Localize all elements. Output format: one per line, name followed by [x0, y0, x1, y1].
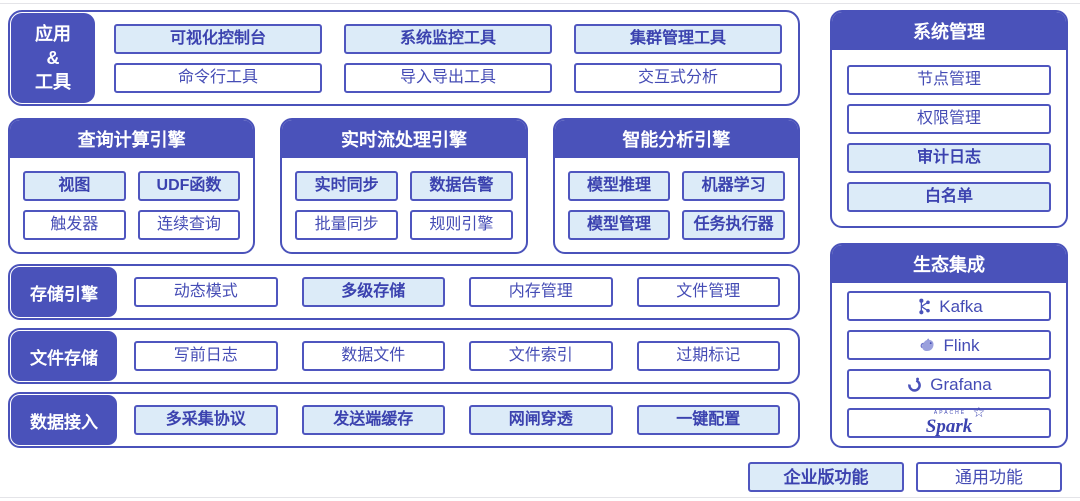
system-management-panel: 系统管理 节点管理 权限管理 审计日志 白名单 [830, 10, 1068, 228]
top-divider [0, 3, 1080, 4]
kafka-label: Kafka [939, 296, 983, 316]
box-rule-engine: 规则引擎 [409, 209, 513, 240]
box-expiry-marker: 过期标记 [636, 341, 780, 371]
box-realtime-sync: 实时同步 [295, 170, 398, 201]
box-file-index: 文件索引 [469, 341, 613, 371]
box-permission-management: 权限管理 [847, 103, 1051, 134]
box-interactive-analysis: 交互式分析 [574, 62, 782, 93]
engines-row: 查询计算引擎 视图 UDF函数 触发器 连续查询 实时流处理引擎 实时同步 数据… [8, 118, 800, 254]
intelligent-analysis-engine-panel: 智能分析引擎 模型推理 机器学习 模型管理 任务执行器 [552, 118, 800, 254]
stream-processing-engine-panel: 实时流处理引擎 实时同步 数据告警 批量同步 规则引擎 [280, 118, 528, 254]
legend-common-feature: 通用功能 [916, 462, 1062, 492]
box-data-files: 数据文件 [301, 341, 445, 371]
box-cli-tool: 命令行工具 [114, 62, 322, 93]
storage-engine-layer: 存储引擎 动态模式 多级存储 内存管理 文件管理 [8, 264, 800, 320]
box-model-management: 模型管理 [567, 209, 671, 240]
box-multi-protocol-collection: 多采集协议 [134, 405, 278, 435]
box-flink: Flink [847, 330, 1051, 360]
spark-star-icon: ☆ [972, 403, 986, 420]
query-compute-engine-panel: 查询计算引擎 视图 UDF函数 触发器 连续查询 [8, 118, 256, 254]
box-model-inference: 模型推理 [567, 170, 671, 201]
box-continuous-query: 连续查询 [137, 209, 241, 240]
spark-apache-text: APACHE [933, 409, 967, 416]
data-ingestion-layer: 数据接入 多采集协议 发送端缓存 网闸穿透 一键配置 [8, 392, 800, 448]
apps-tools-label-line2: & [46, 47, 60, 68]
legend: 企业版功能 通用功能 [748, 462, 1062, 492]
apps-tools-label: 应用 & 工具 [11, 13, 95, 103]
apps-tools-section: 应用 & 工具 可视化控制台 系统监控工具 集群管理工具 命令行工具 导入导出工… [8, 10, 800, 106]
box-task-executor: 任务执行器 [682, 209, 785, 240]
box-one-click-config: 一键配置 [636, 405, 780, 435]
box-triggers: 触发器 [23, 209, 126, 240]
query-compute-engine-body: 视图 UDF函数 触发器 连续查询 [10, 158, 253, 252]
box-file-management: 文件管理 [636, 277, 780, 307]
intelligent-analysis-engine-title: 智能分析引擎 [554, 120, 798, 158]
box-audit-log: 审计日志 [847, 142, 1051, 173]
box-system-monitor-tool: 系统监控工具 [344, 23, 552, 54]
apps-tools-label-line1: 应用 [35, 23, 71, 44]
system-management-body: 节点管理 权限管理 审计日志 白名单 [832, 50, 1066, 226]
storage-engine-label: 存储引擎 [11, 267, 117, 317]
spark-label: Spark [925, 415, 973, 437]
box-batch-sync: 批量同步 [295, 209, 398, 240]
bottom-divider [0, 497, 1080, 498]
data-ingestion-items: 多采集协议 发送端缓存 网闸穿透 一键配置 [134, 394, 780, 446]
box-whitelist: 白名单 [847, 181, 1051, 212]
box-machine-learning: 机器学习 [682, 170, 785, 201]
box-gateway-penetration: 网闸穿透 [469, 405, 613, 435]
query-compute-engine-title: 查询计算引擎 [10, 120, 254, 158]
file-storage-items: 写前日志 数据文件 文件索引 过期标记 [134, 330, 780, 382]
box-udf-functions: UDF函数 [137, 170, 241, 201]
stream-processing-engine-title: 实时流处理引擎 [282, 120, 526, 158]
box-dynamic-schema: 动态模式 [134, 277, 278, 307]
box-grafana: Grafana [847, 369, 1051, 399]
box-memory-management: 内存管理 [469, 277, 613, 307]
grafana-label: Grafana [930, 374, 992, 394]
system-management-title: 系统管理 [832, 12, 1066, 50]
box-cluster-management-tool: 集群管理工具 [574, 23, 782, 54]
flink-icon [920, 337, 934, 351]
box-visual-console: 可视化控制台 [114, 23, 322, 54]
ecosystem-integration-panel: 生态集成 Kafka [830, 243, 1068, 448]
grafana-icon [908, 377, 922, 392]
ecosystem-integration-body: Kafka Flink Grafana A [832, 283, 1066, 446]
storage-engine-items: 动态模式 多级存储 内存管理 文件管理 [134, 266, 780, 318]
flink-label: Flink [943, 335, 980, 355]
legend-enterprise-feature: 企业版功能 [748, 462, 904, 492]
file-storage-layer: 文件存储 写前日志 数据文件 文件索引 过期标记 [8, 328, 800, 384]
apps-tools-grid: 可视化控制台 系统监控工具 集群管理工具 命令行工具 导入导出工具 交互式分析 [110, 12, 786, 104]
box-views: 视图 [23, 170, 126, 201]
box-tiered-storage: 多级存储 [301, 277, 445, 307]
file-storage-label: 文件存储 [11, 331, 117, 381]
intelligent-analysis-engine-body: 模型推理 机器学习 模型管理 任务执行器 [555, 158, 798, 252]
spark-logo: APACHE Spark ☆ [925, 405, 985, 437]
box-kafka: Kafka [847, 291, 1051, 321]
data-ingestion-label: 数据接入 [11, 395, 117, 445]
apps-tools-label-line3: 工具 [35, 72, 71, 93]
ecosystem-integration-title: 生态集成 [832, 245, 1066, 283]
box-sender-cache: 发送端缓存 [301, 405, 445, 435]
box-data-alert: 数据告警 [409, 170, 513, 201]
box-import-export-tool: 导入导出工具 [344, 62, 552, 93]
kafka-icon [919, 298, 931, 314]
box-node-management: 节点管理 [847, 64, 1051, 95]
stream-processing-engine-body: 实时同步 数据告警 批量同步 规则引擎 [282, 158, 525, 252]
box-spark: APACHE Spark ☆ [847, 405, 1051, 438]
box-write-ahead-log: 写前日志 [134, 341, 278, 371]
